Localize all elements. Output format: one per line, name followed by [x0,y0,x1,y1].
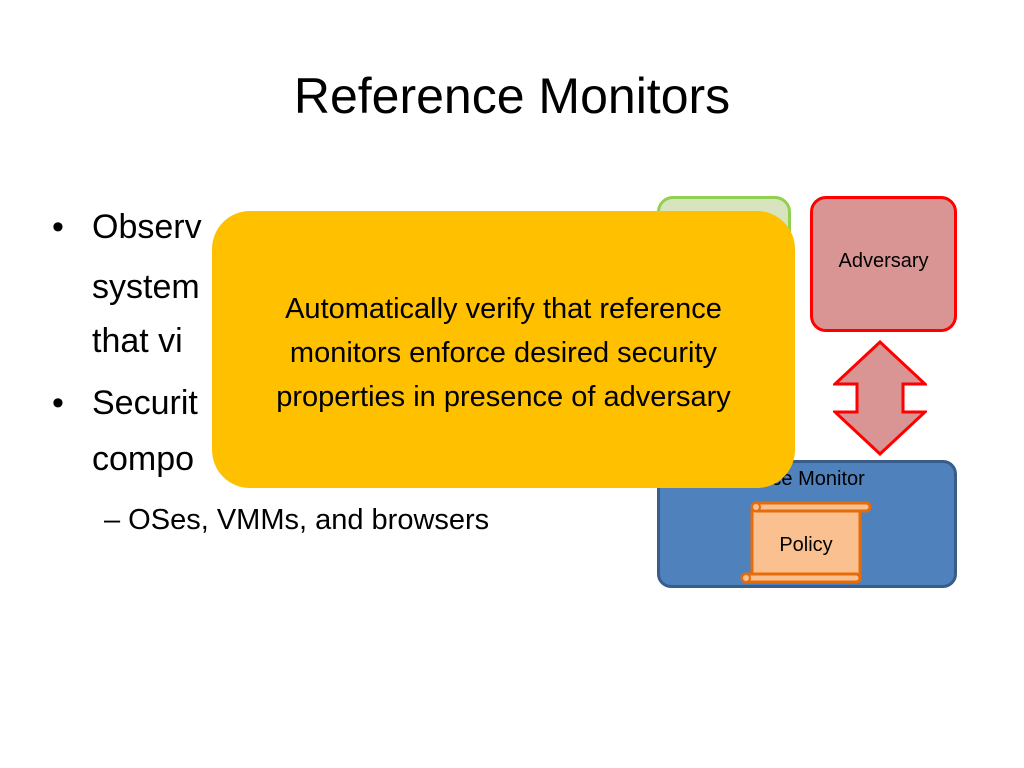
bullet-marker: • [52,384,64,422]
sub-bullet: – OSes, VMMs, and browsers [104,504,490,536]
bullet-1-line-1: Observ [92,208,202,246]
policy-scroll-icon [740,501,872,584]
bullet-1-line-2: system [92,268,200,306]
bullet-2-line-1: Securit [92,384,198,422]
callout-line-1: Automatically verify that reference [285,293,722,325]
callout-line-3: properties in presence of adversary [276,381,731,413]
bullet-2-line-2: compo [92,440,195,478]
callout-text: Automatically verify that reference moni… [212,287,795,419]
double-arrow-icon [833,340,927,456]
adversary-box: Adversary [810,196,957,332]
adversary-label: Adversary [838,249,929,272]
policy-label: Policy [779,534,833,556]
slide-title: Reference Monitors [293,68,731,124]
bullet-marker: • [52,208,64,246]
bullet-1-line-3: that vi [92,322,183,360]
callout-box: Automatically verify that reference moni… [212,211,795,488]
callout-line-2: monitors enforce desired security [289,337,718,369]
